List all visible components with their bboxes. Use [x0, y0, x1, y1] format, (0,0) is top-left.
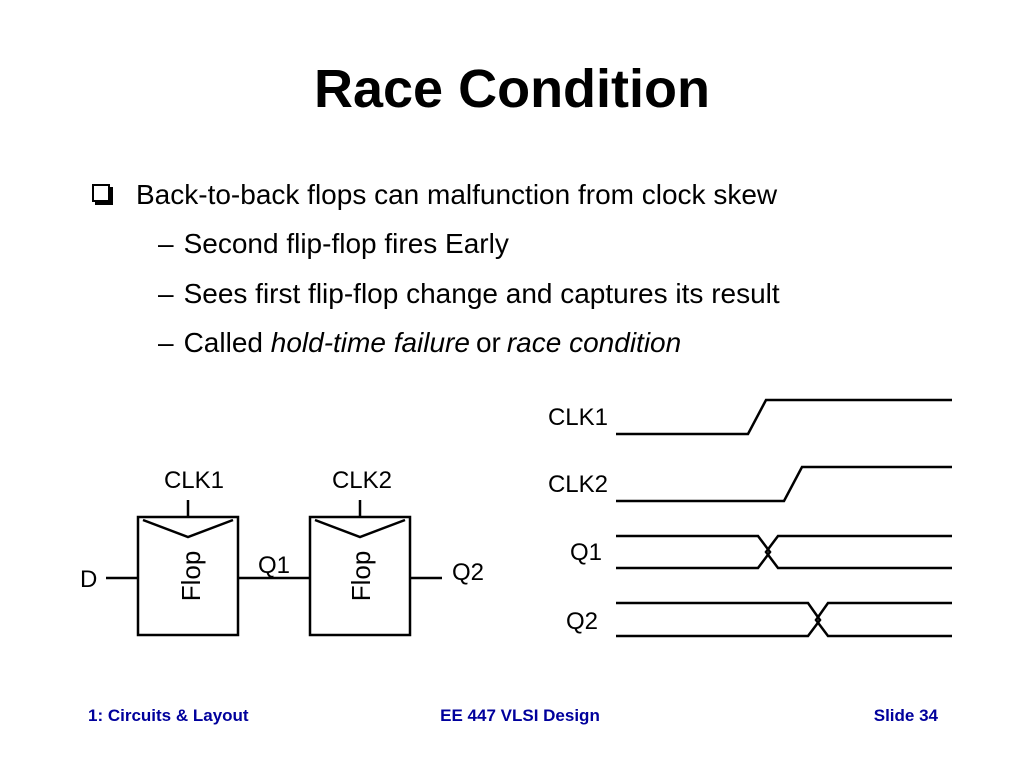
input-label: D	[80, 566, 97, 593]
flop2-label: Flop	[346, 551, 376, 602]
clk1-waveform	[616, 398, 952, 436]
checkbox-bullet-icon	[92, 184, 110, 202]
sub-bullet-2-text: Sees first flip-flop change and captures…	[183, 278, 780, 309]
sub-bullet-2: –Sees first flip-flop change and capture…	[158, 277, 780, 311]
slide-title: Race Condition	[313, 59, 710, 119]
dash-icon: –	[158, 278, 174, 309]
sub-bullet-1-text: Second flip-flop fires Early	[183, 228, 509, 259]
flop1-clock-triangle	[142, 518, 234, 539]
timing-label-q2: Q2	[566, 608, 598, 635]
sub-bullet-3-pre: Called	[183, 327, 271, 358]
flop2-clock-label: CLK2	[332, 467, 392, 494]
flop1-label: Flop	[176, 551, 206, 602]
dash-icon: –	[158, 228, 174, 259]
q2-waveform	[616, 601, 952, 638]
bullet-main: Back-to-back flops can malfunction from …	[92, 178, 777, 212]
timing-label-clk1: CLK1	[548, 404, 608, 431]
flop1-clock-label: CLK1	[164, 467, 224, 494]
term-race-condition: race condition	[506, 327, 682, 358]
term-hold-time-failure: hold-time failure	[270, 327, 470, 358]
clk2-waveform	[616, 465, 952, 503]
footer-course-title: EE 447 VLSI Design	[440, 706, 600, 725]
footer-slide-number: Slide 34	[873, 706, 938, 725]
footer-course-section: 1: Circuits & Layout	[88, 706, 249, 725]
timing-label-q1: Q1	[570, 539, 602, 566]
timing-label-clk2: CLK2	[548, 471, 608, 498]
bullet-main-text: Back-to-back flops can malfunction from …	[136, 179, 778, 210]
flop2-clock-triangle	[314, 518, 406, 539]
q1-waveform	[616, 534, 952, 570]
q2-label: Q2	[452, 559, 484, 586]
dash-icon: –	[158, 327, 174, 358]
q1-label: Q1	[258, 552, 290, 579]
sub-bullet-1: –Second flip-flop fires Early	[158, 227, 509, 261]
sub-bullet-3-mid: or	[475, 327, 501, 358]
